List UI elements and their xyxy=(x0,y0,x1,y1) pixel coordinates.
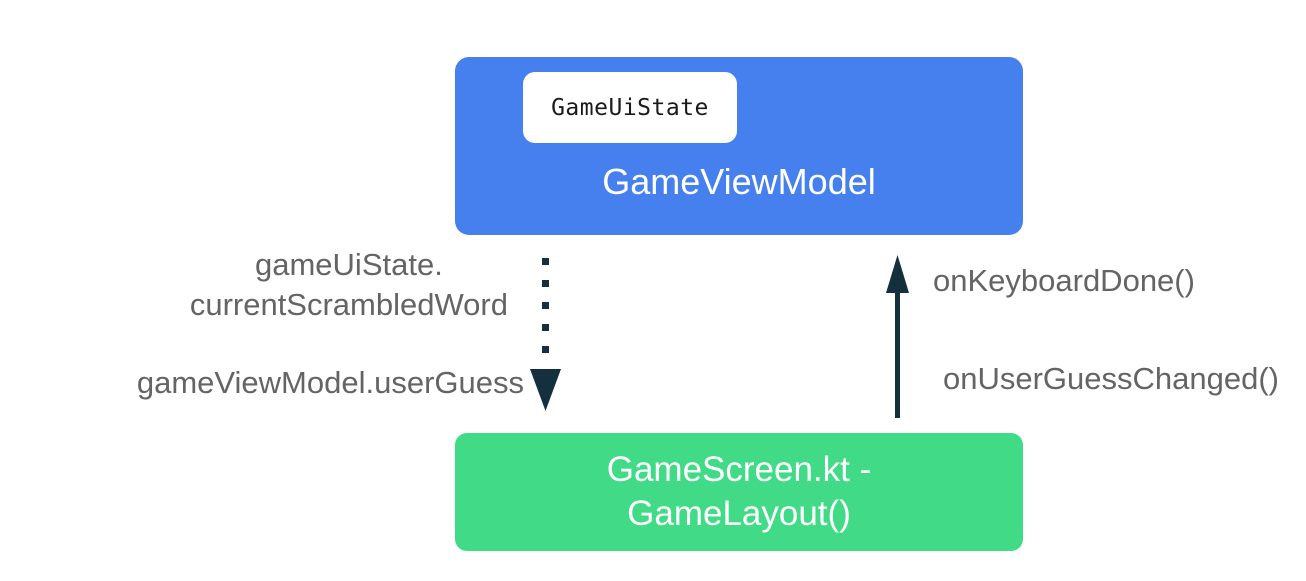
solid-arrow-head xyxy=(886,255,909,293)
user-guess-label: gameViewModel.userGuess xyxy=(136,365,524,400)
viewmodel-box: GameUiState GameViewModel xyxy=(455,57,1023,235)
state-flow-label-line2: currentScrambledWord xyxy=(189,287,508,322)
screen-box-label-line1: GameScreen.kt - xyxy=(606,450,872,489)
state-flow-label-line1: gameUiState. xyxy=(255,247,443,282)
keyboard-done-label: onKeyboardDone() xyxy=(933,263,1195,298)
gameuistate-chip: GameUiState xyxy=(523,72,737,143)
state-flow-label: gameUiState. currentScrambledWord xyxy=(190,245,508,325)
event-solid-up-arrow-icon xyxy=(886,255,909,418)
user-guess-changed-label: onUserGuessChanged() xyxy=(943,361,1280,396)
viewmodel-box-label: GameViewModel xyxy=(602,161,876,202)
gameuistate-chip-label: GameUiState xyxy=(551,94,709,121)
state-dotted-down-arrow-icon xyxy=(530,258,561,411)
screen-box: GameScreen.kt - GameLayout() xyxy=(455,433,1023,551)
screen-box-label-line2: GameLayout() xyxy=(627,494,851,533)
dotted-arrow-head xyxy=(530,369,561,411)
